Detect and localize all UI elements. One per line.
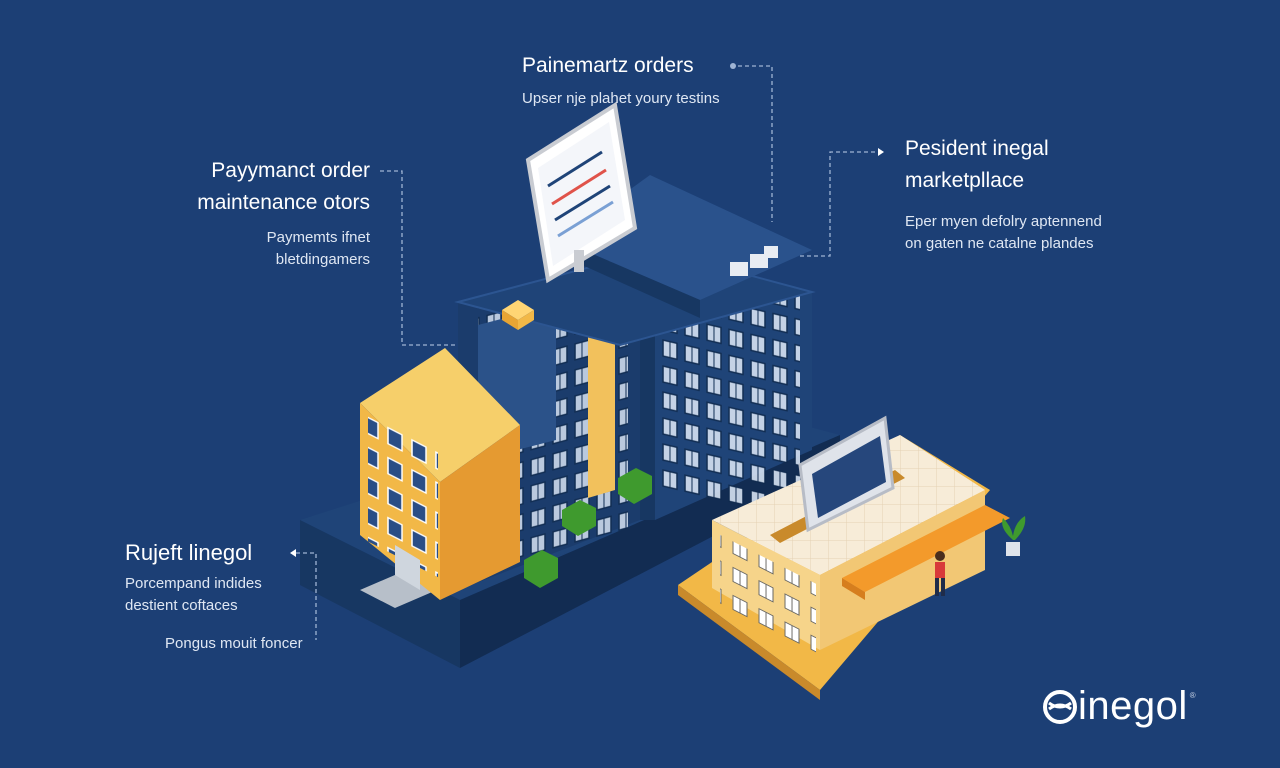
callout-left: Payymanct order maintenance otors Paymem…	[170, 155, 370, 271]
callout-left-title-1: Payymanct order	[211, 159, 370, 182]
plant-icon	[1002, 516, 1026, 556]
brand-logo: inegol ®	[1042, 684, 1196, 729]
callout-right: Pesident inegal marketpllace Eper myen d…	[905, 133, 1102, 255]
callout-right-title-2: marketpllace	[905, 169, 1025, 192]
callout-bottom-left: Rujeft linegol Porcempand indides destie…	[125, 537, 303, 652]
callout-top-subtitle: Upser nje plahet youry testins	[522, 90, 720, 107]
callout-bottom-left-note: Pongus mouit foncer	[165, 635, 303, 652]
apartment-building	[360, 348, 520, 600]
bushes	[524, 468, 652, 588]
callout-top: Painemartz orders Upser nje plahet youry…	[522, 50, 720, 110]
logo-icon	[1043, 689, 1077, 724]
callout-bottom-left-subtitle-1: Porcempand indides	[125, 575, 262, 592]
billboard-icon	[770, 415, 905, 543]
leader-lines	[296, 65, 878, 640]
callout-right-subtitle-1: Eper myen defolry aptennend	[905, 213, 1102, 230]
callout-bottom-left-title: Rujeft linegol	[125, 540, 253, 565]
roof-units	[730, 246, 778, 276]
callout-left-title-2: maintenance otors	[197, 191, 370, 214]
arrow-left-icon	[290, 549, 296, 557]
callout-bottom-left-subtitle-2: destient coftaces	[125, 597, 238, 614]
callout-top-title: Painemartz orders	[522, 54, 694, 77]
callout-right-subtitle-2: on gaten ne catalne plandes	[905, 235, 1094, 252]
callout-right-title-1: Pesident inegal	[905, 137, 1049, 160]
callout-left-subtitle: Paymemts ifnet bletdingamers	[266, 229, 370, 268]
arrow-right-icon	[878, 148, 884, 156]
package-icon	[502, 300, 534, 330]
person-icon	[935, 551, 945, 596]
logo-wordmark: inegol	[1078, 684, 1188, 728]
tablet-screen-icon	[525, 101, 638, 284]
leader-dot	[730, 63, 736, 69]
logo-mark: ®	[1189, 691, 1196, 700]
